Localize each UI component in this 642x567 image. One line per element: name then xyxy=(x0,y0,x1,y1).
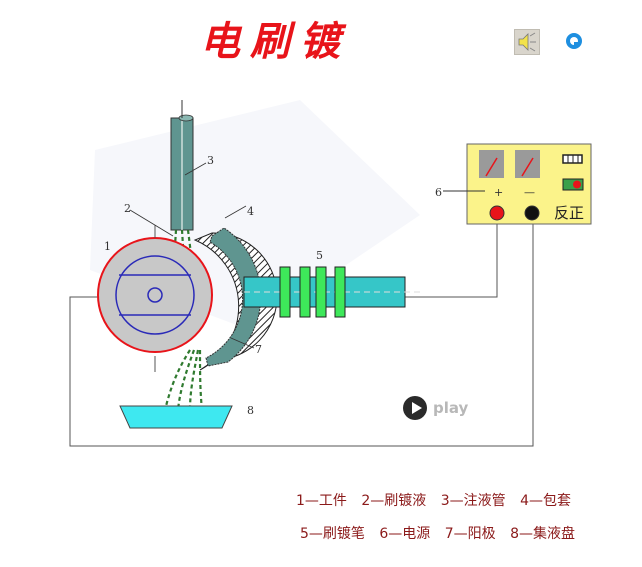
leader-lines xyxy=(129,162,255,349)
legend-item: 5—刷镀笔 xyxy=(300,526,365,542)
label-6: 6 xyxy=(435,186,442,199)
legend-item: 1—工件 xyxy=(296,493,347,509)
play-icon xyxy=(403,396,427,420)
sound-button[interactable] xyxy=(514,29,540,55)
workpiece xyxy=(97,225,213,372)
negative-terminal xyxy=(524,205,540,221)
collecting-tray xyxy=(119,405,233,429)
legend-item: 7—阳极 xyxy=(444,526,496,542)
label-8: 8 xyxy=(247,404,254,417)
voltmeter-dial xyxy=(479,150,504,178)
legend-item: 3—注液管 xyxy=(440,493,506,509)
page-title: 电刷镀 xyxy=(200,18,350,65)
ammeter-dial xyxy=(515,150,540,178)
quicktime-icon xyxy=(566,33,582,49)
circuit-wire xyxy=(69,222,534,447)
brush-pen xyxy=(243,266,420,318)
label-1: 1 xyxy=(104,240,111,253)
legend-row-2: 5—刷镀笔 6—电源 7—阳极 8—集液盘 xyxy=(300,523,585,543)
plus-sign: + xyxy=(494,186,503,199)
anode xyxy=(205,227,262,367)
power-supply xyxy=(443,143,592,225)
play-button[interactable]: play xyxy=(403,396,468,420)
reverse-forward-label: 反正 xyxy=(554,204,584,222)
label-7: 7 xyxy=(255,343,262,356)
label-3: 3 xyxy=(207,154,214,167)
speaker-icon xyxy=(518,32,536,52)
quicktime-button[interactable] xyxy=(565,32,583,50)
label-2: 2 xyxy=(124,202,131,215)
legend-item: 2—刷镀液 xyxy=(361,493,427,509)
label-5: 5 xyxy=(316,249,323,262)
legend-item: 4—包套 xyxy=(520,493,572,509)
legend-row-1: 1—工件 2—刷镀液 3—注液管 4—包套 xyxy=(296,490,581,510)
injection-tube xyxy=(170,100,194,231)
positive-terminal xyxy=(489,205,505,221)
minus-sign: — xyxy=(524,186,535,199)
label-4: 4 xyxy=(247,205,254,218)
play-label: play xyxy=(433,399,469,417)
legend-item: 6—电源 xyxy=(379,526,431,542)
legend-item: 8—集液盘 xyxy=(510,526,576,542)
